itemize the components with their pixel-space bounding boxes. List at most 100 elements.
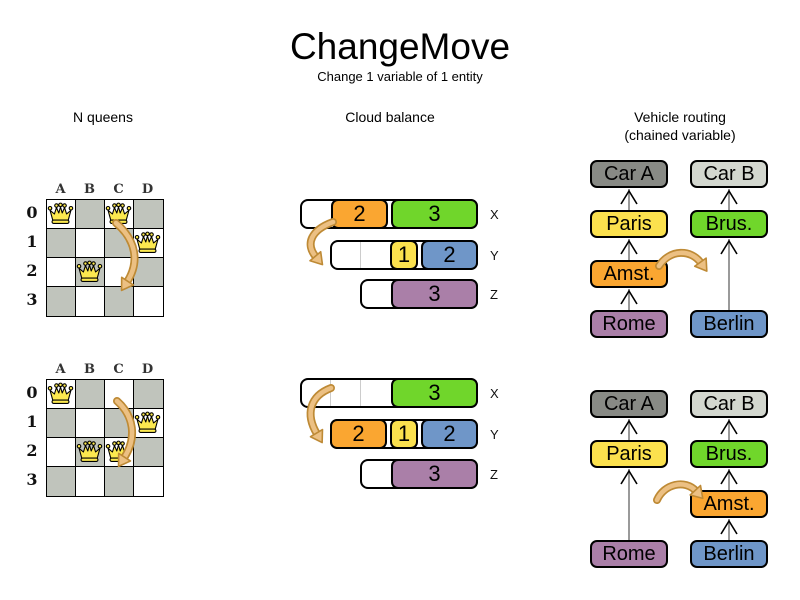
process-block: 2 xyxy=(330,419,387,449)
chain-arrowhead-icon xyxy=(720,469,738,485)
chain-arrowhead-icon xyxy=(720,239,738,255)
chain-arrowhead-icon xyxy=(720,189,738,205)
computer-label: X xyxy=(490,386,499,401)
board-cell xyxy=(134,229,163,258)
board-cell xyxy=(47,380,76,409)
board-column-label: D xyxy=(141,182,154,197)
vr-box-brus: Brus. xyxy=(690,210,768,238)
section-label-cloud-balance: Cloud balance xyxy=(345,109,435,125)
board-cell xyxy=(76,467,105,496)
vr-box-rome: Rome xyxy=(590,540,668,568)
board-row-label: 2 xyxy=(26,261,38,280)
board-cell xyxy=(76,200,105,229)
board-cell xyxy=(76,287,105,316)
nqueens-board-before xyxy=(46,199,164,317)
vr-box-berlin: Berlin xyxy=(690,310,768,338)
board-row-label: 0 xyxy=(26,383,38,402)
board-cell xyxy=(105,380,134,409)
chain-arrowhead-icon xyxy=(720,519,738,535)
vr-box-paris: Paris xyxy=(590,210,668,238)
bar-divider xyxy=(360,380,361,406)
board-cell xyxy=(47,438,76,467)
computer-label: Z xyxy=(490,287,498,302)
board-column-label: A xyxy=(55,182,66,197)
board-column-label: B xyxy=(84,182,95,197)
board-cell xyxy=(47,200,76,229)
process-block: 1 xyxy=(390,240,418,270)
vr-box-paris: Paris xyxy=(590,440,668,468)
process-block: 2 xyxy=(421,240,478,270)
board-column-label: C xyxy=(113,182,124,197)
chain-arrowhead-icon xyxy=(620,289,638,305)
board-cell xyxy=(76,438,105,467)
process-block: 2 xyxy=(421,419,478,449)
board-cell xyxy=(47,258,76,287)
process-block: 3 xyxy=(391,199,478,229)
vr-box-rome: Rome xyxy=(590,310,668,338)
board-column-label: D xyxy=(141,362,154,377)
board-row-label: 1 xyxy=(26,412,38,431)
section-label-nqueens: N queens xyxy=(73,109,133,125)
vr-box-berlin: Berlin xyxy=(690,540,768,568)
board-cell xyxy=(105,287,134,316)
board-cell xyxy=(76,380,105,409)
page-subtitle: Change 1 variable of 1 entity xyxy=(317,69,483,84)
board-cell xyxy=(134,409,163,438)
board-cell xyxy=(134,380,163,409)
board-cell xyxy=(47,287,76,316)
computer-label: Y xyxy=(490,248,499,263)
board-cell xyxy=(105,229,134,258)
process-block: 3 xyxy=(391,279,478,309)
board-row-label: 3 xyxy=(26,470,38,489)
board-cell xyxy=(47,467,76,496)
board-row-label: 1 xyxy=(26,232,38,251)
vr-box-carb: Car B xyxy=(690,160,768,188)
board-row-label: 2 xyxy=(26,441,38,460)
vr-box-carb: Car B xyxy=(690,390,768,418)
board-row-label: 0 xyxy=(26,203,38,222)
board-cell xyxy=(105,200,134,229)
process-block: 2 xyxy=(331,199,388,229)
board-cell xyxy=(76,409,105,438)
section-label-vehicle-routing: Vehicle routing (chained variable) xyxy=(580,108,780,144)
computer-label: Z xyxy=(490,467,498,482)
process-block: 1 xyxy=(390,419,418,449)
board-cell xyxy=(134,467,163,496)
vehicle-routing-label-line2: (chained variable) xyxy=(624,127,736,143)
vehicle-routing-label-line1: Vehicle routing xyxy=(634,109,726,125)
board-cell xyxy=(76,258,105,287)
process-block: 3 xyxy=(391,459,478,489)
bar-divider xyxy=(330,380,331,406)
page-title: ChangeMove xyxy=(289,26,511,67)
chain-arrowhead-icon xyxy=(620,469,638,485)
vr-box-cara: Car A xyxy=(590,390,668,418)
board-cell xyxy=(134,287,163,316)
board-cell xyxy=(134,200,163,229)
board-cell xyxy=(134,438,163,467)
board-cell xyxy=(47,229,76,258)
board-row-label: 3 xyxy=(26,290,38,309)
vr-box-amst: Amst. xyxy=(590,260,668,288)
board-cell xyxy=(105,409,134,438)
process-block: 3 xyxy=(391,378,478,408)
chain-arrowhead-icon xyxy=(620,189,638,205)
nqueens-board-after xyxy=(46,379,164,497)
board-cell xyxy=(76,229,105,258)
board-cell xyxy=(47,409,76,438)
bar-divider xyxy=(360,242,361,268)
board-cell xyxy=(105,438,134,467)
board-cell xyxy=(105,258,134,287)
chain-arrowhead-icon xyxy=(620,239,638,255)
board-column-label: B xyxy=(84,362,95,377)
board-column-label: C xyxy=(113,362,124,377)
vr-box-amst: Amst. xyxy=(690,490,768,518)
computer-label: X xyxy=(490,207,499,222)
board-column-label: A xyxy=(55,362,66,377)
vr-box-cara: Car A xyxy=(590,160,668,188)
chain-arrowhead-icon xyxy=(620,419,638,435)
computer-label: Y xyxy=(490,427,499,442)
vr-box-brus: Brus. xyxy=(690,440,768,468)
board-cell xyxy=(134,258,163,287)
chain-arrowhead-icon xyxy=(720,419,738,435)
